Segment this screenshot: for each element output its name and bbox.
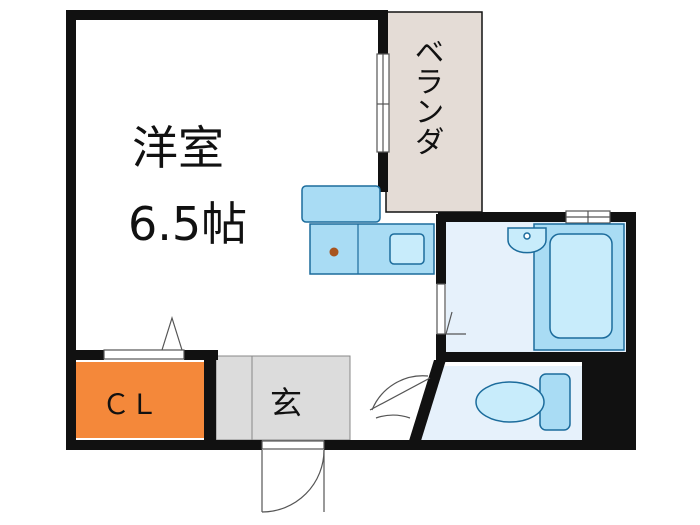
bathroom-door	[436, 283, 466, 335]
walls	[66, 10, 636, 450]
balcony-window	[376, 53, 390, 153]
balcony-label: ベランダ	[409, 36, 444, 156]
bathtub	[549, 233, 613, 339]
western-room-size: 6.5帖	[128, 197, 247, 251]
bathroom-fixtures	[507, 223, 625, 351]
entrance-label: 玄	[270, 384, 302, 422]
closet-label: ＣＬ	[102, 388, 158, 421]
wash-basin	[507, 227, 547, 254]
refrigerator-space	[301, 185, 381, 223]
closet-area	[74, 362, 204, 438]
closet-door	[103, 315, 185, 360]
entrance-area	[215, 355, 351, 441]
stove-burner	[329, 247, 339, 257]
western-room-label: 洋室	[132, 121, 224, 175]
entrance-door	[261, 440, 325, 513]
kitchen-counter	[301, 185, 435, 275]
kitchen-sink	[389, 233, 425, 265]
toilet-fixture	[475, 373, 571, 431]
bathroom-window	[565, 210, 611, 224]
toilet-door	[369, 375, 431, 419]
balcony-area	[385, 11, 483, 213]
western-room-floor	[74, 18, 382, 348]
